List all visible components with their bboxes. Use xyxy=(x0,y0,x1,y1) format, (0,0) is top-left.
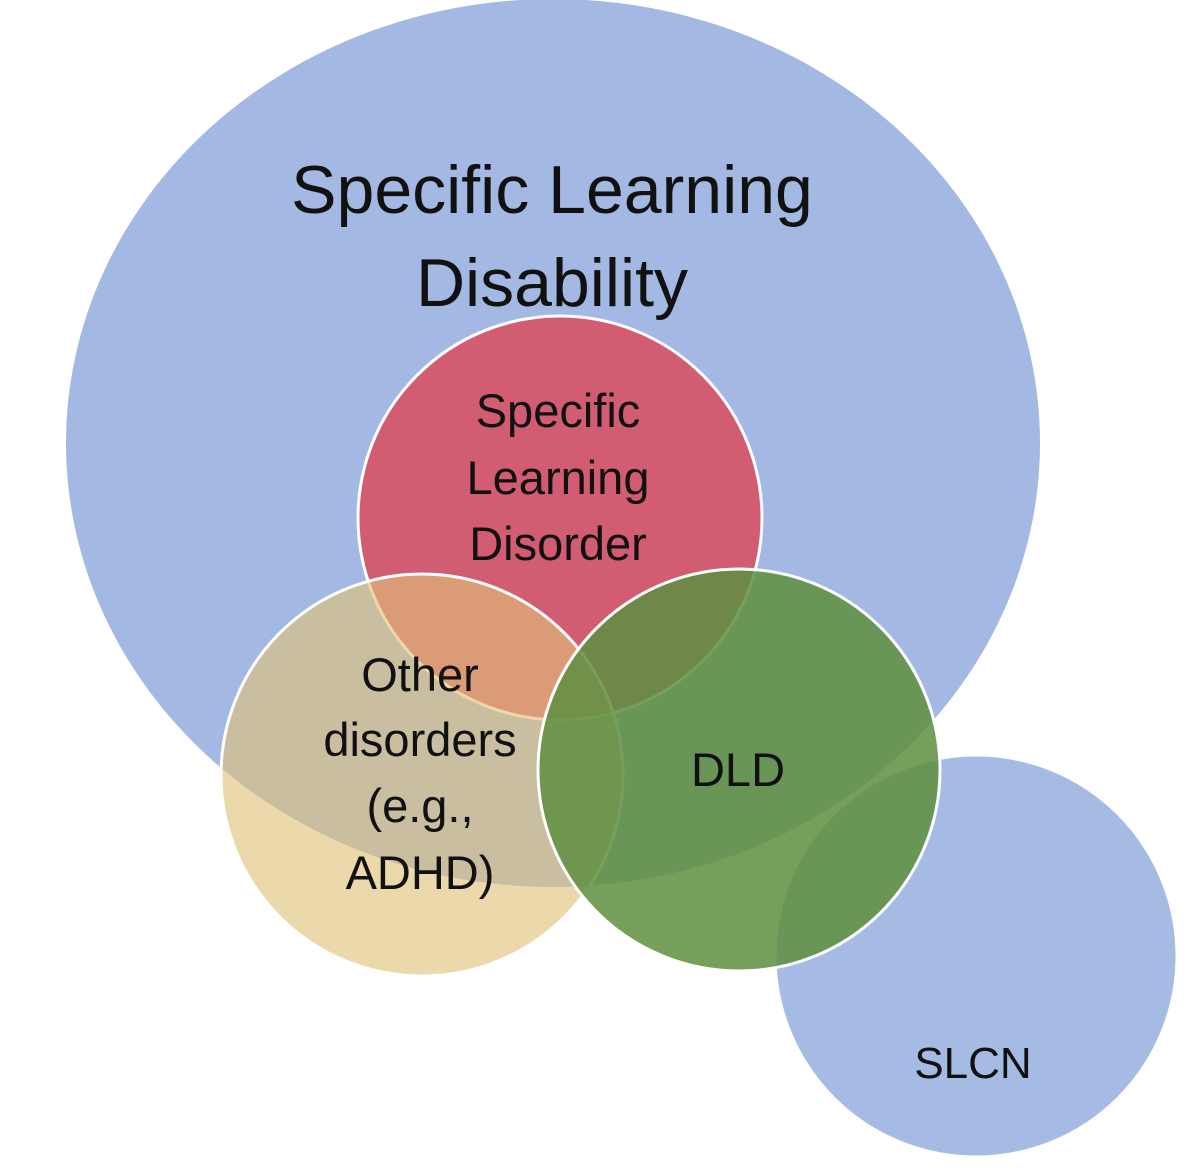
label-line: ADHD) xyxy=(346,846,495,899)
label-specific-learning-disability: Specific Learning Disability xyxy=(291,152,813,321)
label-other-disorders: Other disorders (e.g., ADHD) xyxy=(323,648,516,899)
label-line: Disorder xyxy=(469,517,647,570)
label-line: Disability xyxy=(416,245,688,321)
label-specific-learning-disorder: Specific Learning Disorder xyxy=(467,384,650,570)
label-slcn: SLCN xyxy=(914,1039,1031,1088)
label-line: (e.g., xyxy=(366,779,473,832)
label-line: Specific xyxy=(476,384,641,437)
label-dld: DLD xyxy=(691,743,785,796)
label-line: disorders xyxy=(323,713,516,766)
label-line: Learning xyxy=(467,451,650,504)
label-line: Specific Learning xyxy=(291,152,813,228)
label-line: Other xyxy=(361,648,479,701)
circle-dld xyxy=(536,567,942,973)
